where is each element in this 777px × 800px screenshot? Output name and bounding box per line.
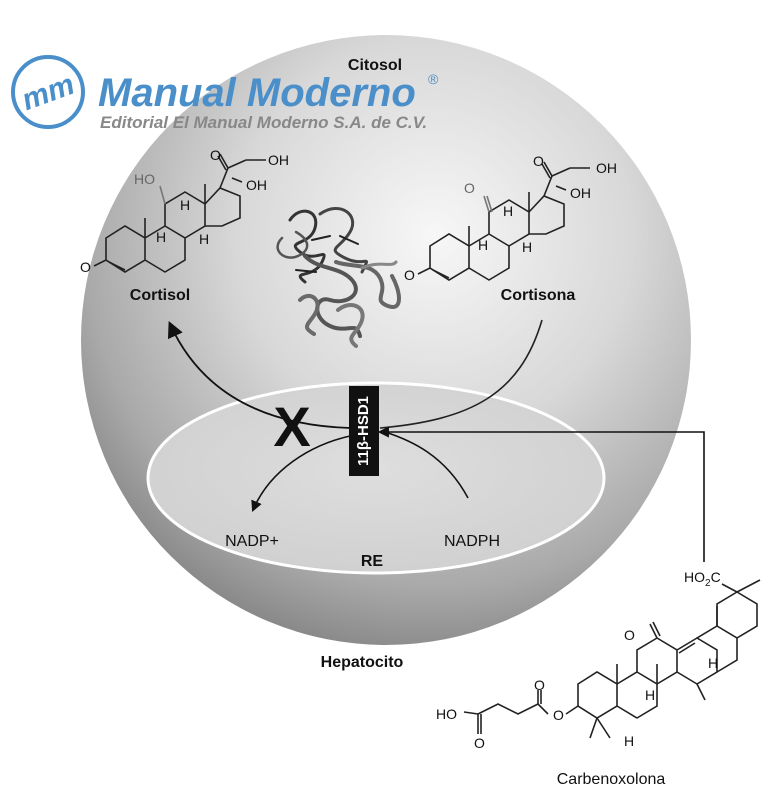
cortisol-o-side: O [210, 147, 221, 163]
nadp-plus-label: NADP+ [225, 533, 279, 550]
cortisol-h2: H [156, 229, 166, 245]
carbenoxolone-ho: HO [436, 706, 457, 722]
nadph-arc [384, 431, 469, 499]
carbenoxolone-label: Carbenoxolona [557, 771, 666, 788]
carbenoxolone-h1: H [708, 655, 718, 671]
cortisone-label: Cortisona [501, 287, 576, 304]
carbenoxolone-o-ester: O [553, 707, 564, 723]
nadp-plus-arrow [251, 435, 351, 513]
cortisol-h3: H [199, 231, 209, 247]
cortisone-structure: O O O OH OH H H H [404, 153, 617, 283]
er-ellipse [146, 381, 606, 575]
monogram-text: mm [17, 68, 78, 117]
carbenoxolone-o-ketone: O [624, 627, 635, 643]
inhibition-line [377, 426, 705, 562]
cortisol-label: Cortisol [130, 287, 190, 304]
cortisol-oh-side: OH [268, 152, 289, 168]
carbenoxolone-o-acid: O [474, 735, 485, 751]
cortisone-oh-17: OH [570, 185, 591, 201]
nadph-label: NADPH [444, 533, 500, 550]
publisher-logo: mm Manual Moderno ® Editorial El Manual … [11, 55, 439, 132]
monogram-circle [11, 55, 85, 129]
cortisone-o-ketone: O [404, 267, 415, 283]
cortisone-h1: H [503, 203, 513, 219]
cytosol-label: Citosol [348, 57, 402, 74]
carbenoxolone-h2: H [645, 687, 655, 703]
enzyme-box: 11β-HSD1 [349, 386, 379, 476]
carbenoxolone-ho2c: HO2C [684, 569, 721, 589]
block-x-mark: X [273, 395, 310, 458]
publisher-name: Manual Moderno [98, 71, 416, 115]
publisher-subtitle: Editorial El Manual Moderno S.A. de C.V. [100, 113, 427, 132]
cortisone-oh-side: OH [596, 160, 617, 176]
cortisone-h2: H [478, 237, 488, 253]
cortisone-o-side: O [533, 153, 544, 169]
cortisol-o-ketone: O [80, 259, 91, 275]
enzyme-label: 11β-HSD1 [355, 396, 372, 466]
carbenoxolone-structure: HO2C O O O HO O H H H [436, 569, 761, 751]
enzyme-protein-structure [276, 207, 401, 348]
registered-mark: ® [428, 71, 439, 87]
cortisone-o-11: O [464, 180, 475, 196]
carbenoxolone-h3: H [624, 733, 634, 749]
cortisol-oh-17: OH [246, 177, 267, 193]
cortisol-structure: HO O O OH OH H H H [80, 147, 289, 275]
er-label: RE [361, 553, 384, 570]
cortisone-h3: H [522, 239, 532, 255]
cortisol-ho: HO [134, 171, 155, 187]
hepatocyte-label: Hepatocito [321, 654, 404, 671]
enzyme-to-cortisol-arrow [167, 321, 351, 429]
cortisol-h1: H [180, 197, 190, 213]
cortisone-to-enzyme-arc [379, 319, 543, 429]
carbenoxolone-o-carbonyl: O [534, 677, 545, 693]
